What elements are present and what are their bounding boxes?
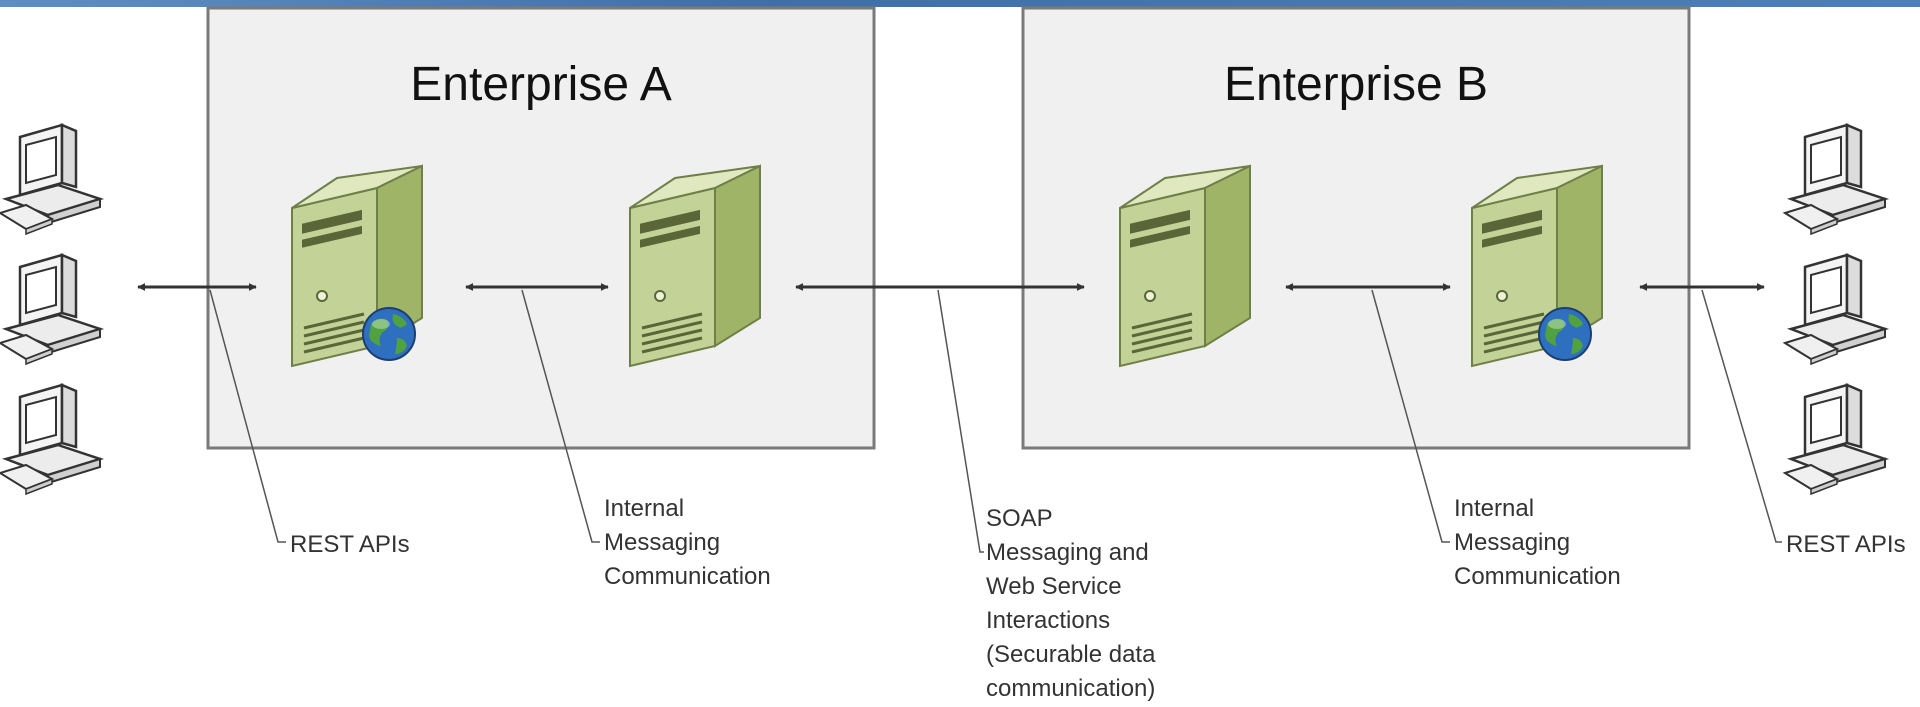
top-accent-bar — [0, 0, 1920, 7]
callout-internal-b: Internal Messaging Communication — [1454, 495, 1621, 590]
client-computer-icon — [0, 383, 102, 496]
client-computer-icon — [0, 123, 102, 236]
client-computer-icon — [1783, 253, 1887, 366]
callout-internal-a: Internal Messaging Communication — [604, 495, 771, 590]
client-computer-icon — [0, 253, 102, 366]
leader-rest-right — [1701, 289, 1782, 543]
callout-soap: SOAP Messaging and Web Service Interacti… — [986, 505, 1162, 702]
callout-rest-left: REST APIs — [290, 531, 410, 558]
leader-internal-b — [1371, 289, 1450, 543]
enterprise-b-title: Enterprise B — [1224, 58, 1488, 111]
leader-soap — [937, 289, 984, 553]
client-computer-icon — [1783, 383, 1887, 496]
client-computer-icon — [1783, 123, 1887, 236]
callout-rest-right: REST APIs — [1786, 531, 1906, 558]
leader-rest-left — [209, 289, 286, 543]
globe-icon — [362, 307, 416, 361]
enterprise-a-title: Enterprise A — [410, 58, 671, 111]
leader-internal-a — [521, 289, 600, 543]
globe-icon — [1538, 307, 1592, 361]
